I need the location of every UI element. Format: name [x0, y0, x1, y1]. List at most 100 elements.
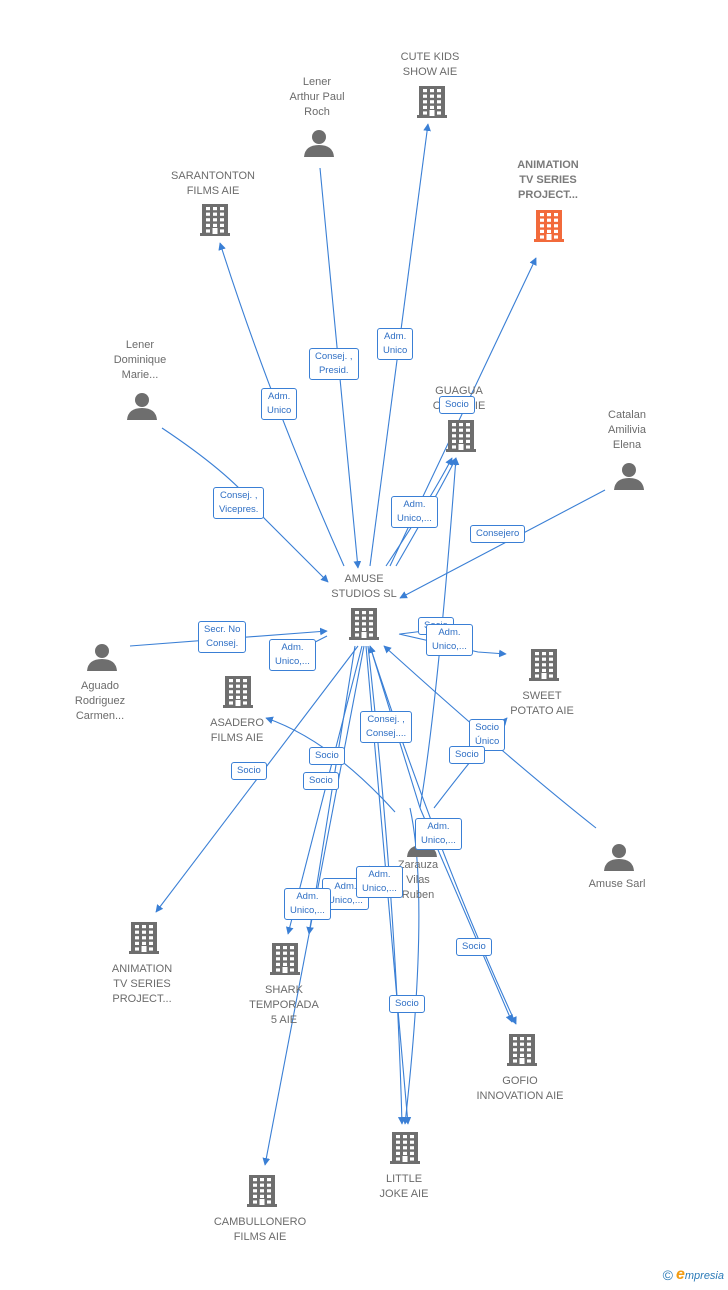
building-icon-shark[interactable] — [270, 943, 300, 975]
person-icon-lener-dominique[interactable] — [127, 393, 157, 420]
edge-label-adm-unico-little[interactable]: Adm. Unico,... — [356, 866, 403, 898]
edge-label-adm-unico-cute[interactable]: Adm.Unico — [377, 328, 414, 360]
person-icon-catalan[interactable] — [614, 463, 644, 490]
building-icon-cute-kids[interactable] — [417, 86, 447, 118]
node-label-line: Dominique — [113, 354, 167, 366]
edge-label-line: Adm. — [403, 499, 426, 510]
edge-label-line: Unico,... — [362, 883, 397, 894]
building-icon-sarantonton[interactable] — [200, 204, 230, 236]
edge-label-line: Socio — [475, 722, 500, 733]
edge-label-line: Adm. — [334, 881, 357, 892]
node-label-line: JOKE AIE — [379, 1188, 429, 1200]
node-label-shark[interactable]: SHARK TEMPORADA 5 AIE — [249, 983, 319, 1028]
edge-label-consejero[interactable]: Consejero — [470, 525, 526, 543]
node-label-line: ASADERO — [210, 717, 264, 729]
edge-label-socio-mid[interactable]: Socio — [303, 772, 339, 790]
node-label-line: POTATO AIE — [510, 705, 574, 717]
node-label-sweet-potato[interactable]: SWEET POTATO AIE — [510, 689, 574, 719]
building-icon-animation-tv-top[interactable] — [534, 210, 564, 242]
node-label-line: SWEET — [522, 690, 562, 702]
edge-label-line: Socio — [395, 998, 419, 1009]
edge-label-line: Adm. — [368, 869, 391, 880]
edge-label-consej-consej[interactable]: Consej. ,Consej.... — [360, 711, 413, 743]
person-icon-lener-arthur[interactable] — [304, 130, 334, 157]
node-label-line: Amilivia — [608, 424, 646, 436]
node-label-line: LITTLE — [385, 1173, 423, 1185]
node-label-line: CAMBULLONERO — [213, 1216, 307, 1228]
node-label-line: INNOVATION AIE — [476, 1090, 564, 1102]
node-label-line: FILMS AIE — [186, 185, 240, 197]
node-label-line: GUAGUA — [435, 385, 483, 397]
node-label-line: Aguado — [81, 680, 119, 692]
building-icon-guagua[interactable] — [446, 420, 476, 452]
edge-line-19 — [401, 807, 420, 1125]
edge-line-10 — [398, 633, 507, 658]
edge-label-socio-gofio[interactable]: Socio — [456, 938, 492, 956]
node-label-line: Catalan — [608, 409, 646, 421]
node-label-line: 5 AIE — [270, 1014, 298, 1026]
node-label-little-joke[interactable]: LITTLE JOKE AIE — [380, 1172, 429, 1202]
edge-label-adm-unico-sweet[interactable]: Adm. Unico,... — [426, 624, 473, 656]
edge-label-socio-anim[interactable]: Socio — [231, 762, 267, 780]
edge-label-line: Unico — [267, 405, 292, 416]
edge-label-socio-little[interactable]: Socio — [389, 995, 425, 1013]
node-label-line: Roch — [304, 106, 330, 118]
person-icon-amuse-sarl[interactable] — [604, 844, 634, 871]
node-label-line: Lener — [302, 76, 332, 88]
edge-label-line: Adm. — [268, 391, 291, 402]
node-label-amuse-sarl[interactable]: Amuse Sarl — [589, 877, 646, 892]
node-label-line: SHARK — [265, 984, 303, 996]
edge-label-line: Consej. , — [315, 351, 353, 362]
edge-label-line: Unico,... — [432, 641, 467, 652]
node-label-line: CUTE KIDS — [400, 51, 460, 63]
edge-label-adm-unico-zarauza[interactable]: Adm.Unico,... — [415, 818, 462, 850]
edge-label-socio-right[interactable]: Socio — [449, 746, 485, 764]
edge-label-consej-presid[interactable]: Consej. , Presid. — [309, 348, 359, 380]
building-icon-amuse-studios[interactable] — [349, 608, 379, 640]
node-label-line: ANIMATION — [517, 159, 579, 171]
edge-label-adm-unico-guagua[interactable]: Adm.Unico,... — [391, 496, 438, 528]
node-label-line: TEMPORADA — [249, 999, 319, 1011]
edge-label-socio-guagua[interactable]: Socio — [439, 396, 475, 414]
edge-label-line: Adm. — [438, 627, 461, 638]
edge-label-adm-unico-asadero[interactable]: Adm.Unico,... — [269, 639, 316, 671]
edge-label-socio-asadero[interactable]: Socio — [309, 747, 345, 765]
edge-label-consej-vicepres[interactable]: Consej. ,Vicepres. — [213, 487, 265, 519]
building-icon-asadero[interactable] — [223, 676, 253, 708]
edge-line-20 — [285, 645, 363, 935]
empresia-logo[interactable]: ©empresia — [663, 1266, 724, 1284]
node-label-line: Arthur Paul — [289, 91, 345, 103]
building-icon-animation-tv-bottom[interactable] — [129, 922, 159, 954]
node-label-line: Lener — [125, 339, 155, 351]
node-label-line: Marie... — [121, 369, 159, 381]
node-label-line: PROJECT... — [112, 993, 172, 1005]
edge-label-line: Consej. — [206, 638, 239, 649]
building-icon-gofio[interactable] — [507, 1034, 537, 1066]
person-icon-aguado[interactable] — [87, 644, 117, 671]
edge-label-line: Presid. — [318, 365, 349, 376]
node-label-line: AMUSE — [344, 573, 384, 585]
building-icon-little-joke[interactable] — [390, 1132, 420, 1164]
building-icon-cambullonero[interactable] — [247, 1175, 277, 1207]
edge-label-adm-unico-saran[interactable]: Adm. Unico — [261, 388, 298, 420]
edge-label-line: Socio — [237, 765, 261, 776]
copyright-icon: © — [662, 1267, 673, 1283]
edge-label-adm-unico-shark[interactable]: Adm.Unico,... — [284, 888, 331, 920]
edge-label-line: Unico,... — [275, 656, 310, 667]
building-icon-sweet-potato[interactable] — [529, 649, 559, 681]
